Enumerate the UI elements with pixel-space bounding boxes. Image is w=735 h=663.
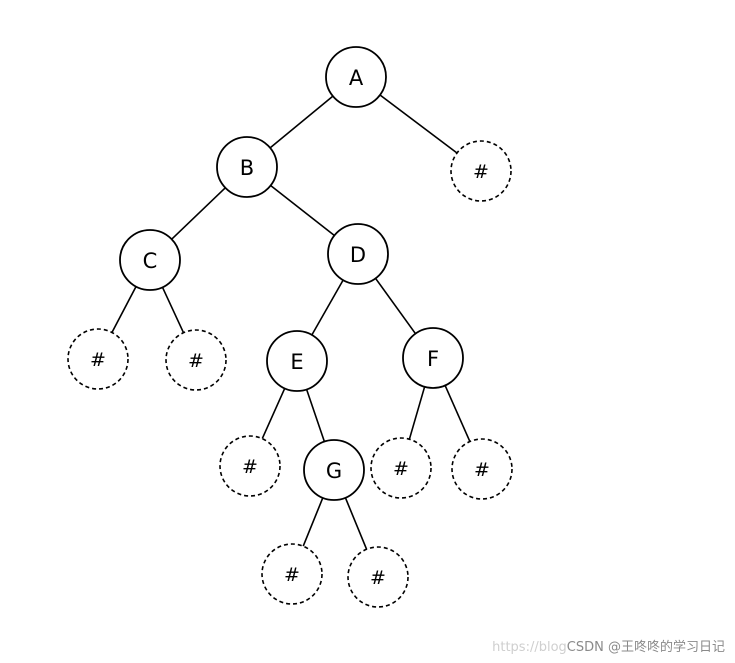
node-circle	[327, 223, 389, 285]
node-circle	[303, 439, 365, 501]
null-node-nA_R: #	[450, 140, 512, 202]
tree-node-E: E	[266, 330, 328, 392]
edge-G-nG_L	[302, 497, 324, 547]
tree-node-G: G	[303, 439, 365, 501]
watermark: https://blogCSDN @王咚咚的学习日记	[492, 636, 725, 655]
null-node-nC_R: #	[165, 329, 227, 391]
edge-F-nF_R	[444, 385, 471, 442]
edge-G-nG_R	[344, 497, 368, 550]
tree-node-B: B	[216, 136, 278, 198]
edge-E-nE_L	[261, 388, 286, 439]
node-label: D	[350, 243, 366, 267]
null-node-circle	[67, 328, 129, 390]
null-node-label: #	[473, 161, 489, 183]
null-node-nE_L: #	[219, 435, 281, 497]
tree-node-D: D	[327, 223, 389, 285]
null-node-label: #	[370, 567, 386, 589]
watermark-url: https://blog	[492, 640, 567, 655]
node-label: G	[326, 459, 342, 483]
null-node-label: #	[242, 456, 258, 478]
edge-F-nF_L	[408, 386, 426, 440]
node-circle	[325, 46, 387, 108]
edge-B-C	[171, 187, 226, 240]
tree-node-F: F	[402, 327, 464, 389]
null-node-label: #	[393, 458, 409, 480]
node-circle	[266, 330, 328, 392]
null-node-label: #	[188, 350, 204, 372]
null-node-nG_R: #	[347, 546, 409, 608]
node-label: E	[290, 350, 303, 374]
null-node-nG_L: #	[261, 543, 323, 605]
null-node-circle	[370, 437, 432, 499]
tree-edges	[111, 94, 471, 550]
edge-C-nC_L	[111, 286, 137, 333]
tree-node-A: A	[325, 46, 387, 108]
null-node-circle	[451, 438, 513, 500]
null-node-circle	[450, 140, 512, 202]
edge-C-nC_R	[161, 286, 185, 334]
null-node-nF_R: #	[451, 438, 513, 500]
node-circle	[119, 229, 181, 291]
null-node-circle	[165, 329, 227, 391]
node-circle	[402, 327, 464, 389]
null-node-label: #	[90, 349, 106, 371]
null-node-nC_L: #	[67, 328, 129, 390]
null-node-label: #	[474, 459, 490, 481]
edge-A-B	[269, 95, 334, 149]
edge-E-G	[305, 389, 326, 442]
node-circle	[216, 136, 278, 198]
null-node-circle	[261, 543, 323, 605]
null-node-circle	[347, 546, 409, 608]
null-node-label: #	[284, 564, 300, 586]
node-label: B	[240, 156, 254, 180]
null-node-circle	[219, 435, 281, 497]
node-label: F	[427, 347, 439, 371]
node-label: C	[143, 249, 158, 273]
edge-D-E	[311, 279, 344, 336]
watermark-author: CSDN @王咚咚的学习日记	[566, 640, 725, 655]
edge-B-D	[270, 184, 335, 237]
null-node-nF_L: #	[370, 437, 432, 499]
tree-node-C: C	[119, 229, 181, 291]
node-label: A	[349, 66, 364, 90]
edge-D-F	[374, 277, 417, 335]
edge-A-nA_R	[379, 94, 458, 154]
